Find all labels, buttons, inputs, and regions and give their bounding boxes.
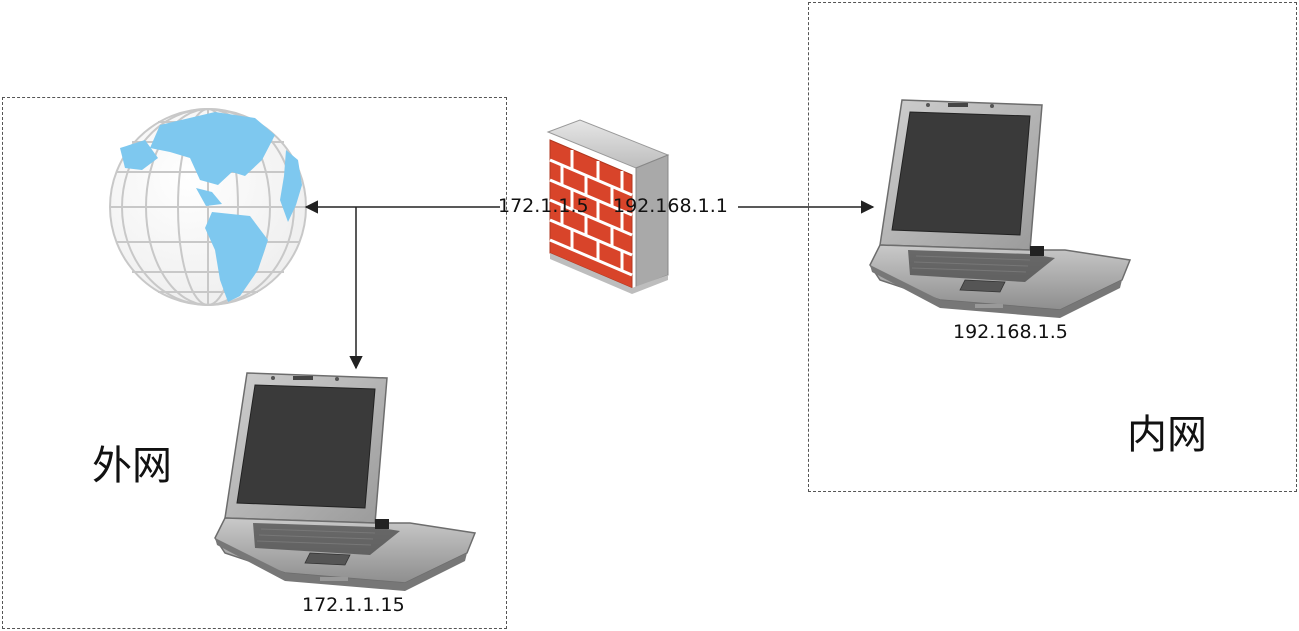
outer-zone-label: 外网 [92, 443, 172, 489]
outer-laptop-icon [214, 372, 476, 592]
globe-icon [109, 108, 307, 306]
firewall-icon [546, 119, 670, 294]
inner-network-zone [808, 2, 1297, 492]
outer-laptop-ip-label: 172.1.1.15 [302, 594, 405, 616]
inner-laptop-ip-label: 192.168.1.5 [953, 321, 1068, 343]
inner-zone-label: 内网 [1127, 412, 1207, 458]
outer-network-zone [2, 97, 507, 629]
firewall-inner-ip-label: 192.168.1.1 [613, 195, 728, 217]
firewall-outer-ip-label: 172.1.1.5 [498, 195, 589, 217]
inner-laptop-icon [869, 99, 1131, 319]
connector-lines [304, 200, 875, 370]
